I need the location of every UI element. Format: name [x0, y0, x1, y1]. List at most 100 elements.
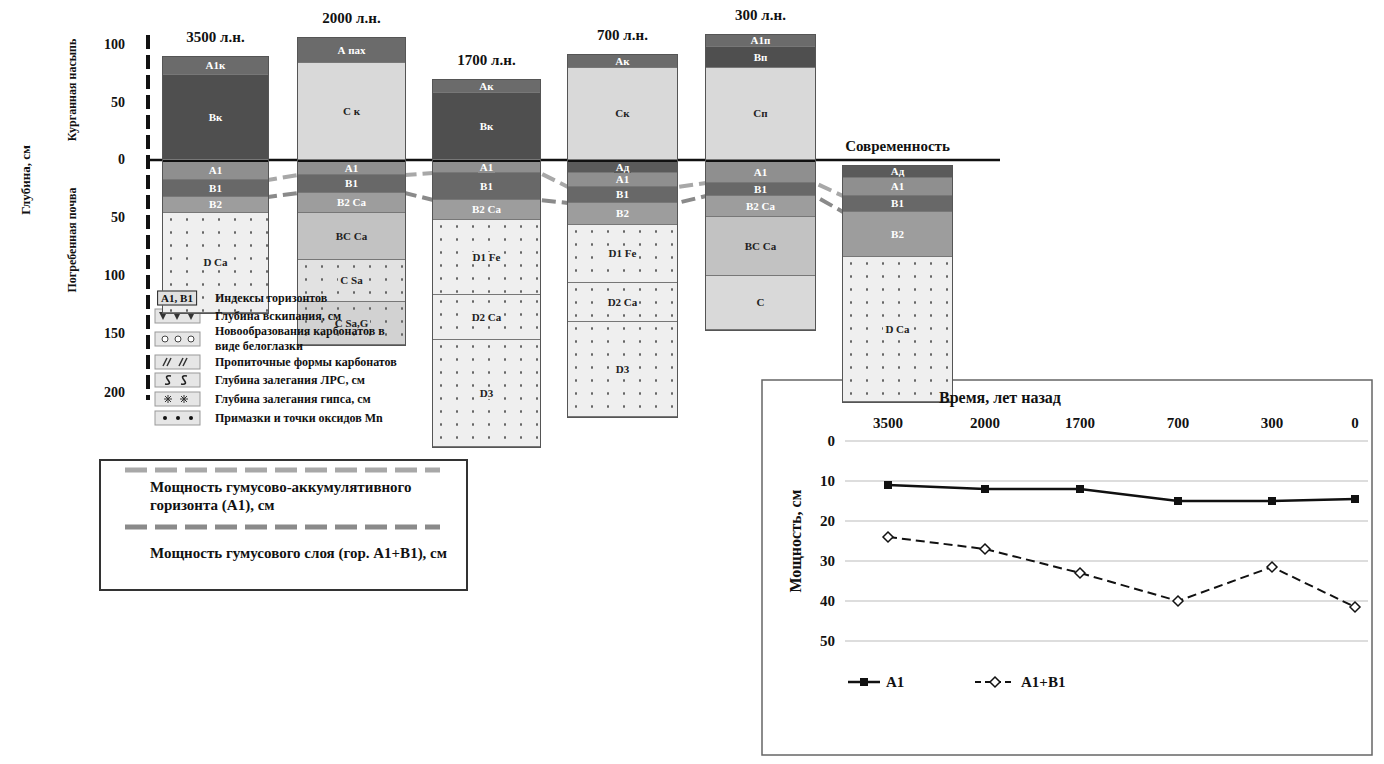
horizon-index: В1 — [614, 189, 631, 200]
mn-oxide-symbol — [176, 416, 180, 420]
soil-profile: 300 л.н.А1пВпСпА1В1В2 CaВС CaС — [706, 35, 815, 330]
chart-tick: 0 — [1351, 415, 1359, 432]
legend-text: Пропиточные формы карбонатов — [215, 355, 397, 370]
horizon-index: А пах — [335, 45, 367, 56]
horizon-index: Ад — [614, 162, 632, 173]
horizon-index: А1 — [207, 165, 224, 176]
horizon-index: В2 — [614, 208, 631, 219]
profile-age-heading: 700 л.н. — [597, 27, 648, 44]
a1b1-series — [888, 537, 1355, 607]
mn-oxide-symbol — [189, 416, 193, 420]
legend-frame — [100, 460, 467, 590]
gypsum-symbol — [164, 395, 172, 403]
humus-layer-line — [163, 193, 952, 212]
carbonate-nodule-symbol — [188, 336, 194, 342]
soil-profile: 1700 л.н.АкВкА1В1В2 CaD1 FeD2 CaD3 — [433, 80, 540, 447]
soil-horizon: А1 — [163, 160, 268, 180]
axis-tick: 150 — [104, 326, 125, 342]
a1b1-point — [1267, 562, 1277, 572]
soil-horizon: В2 Ca — [298, 193, 405, 213]
legend-text: Глубина залегания гипса, см — [215, 392, 371, 407]
horizon-index: D Ca — [201, 257, 229, 268]
horizon-index: А1 — [889, 181, 906, 192]
horizon-index: Вк — [207, 112, 225, 123]
legend-marker — [860, 678, 868, 686]
zone-label: Курганная насыпь — [65, 39, 79, 142]
soil-horizon: D1 Fe — [433, 220, 540, 295]
salt-symbol — [181, 376, 187, 384]
horizon-index: Ак — [613, 56, 631, 67]
soil-horizon: В2 — [568, 203, 677, 225]
chart-tick: 20 — [820, 513, 835, 530]
legend-sample-box — [155, 373, 200, 387]
soil-horizon: А1 — [298, 160, 405, 175]
soil-horizon: А пах — [298, 38, 405, 63]
chart-tick: 1700 — [1065, 415, 1095, 432]
horizon-index: Сп — [751, 108, 769, 119]
chart-axis-title: Время, лет назад — [939, 389, 1061, 407]
chart-tick: 3500 — [873, 415, 903, 432]
horizon-index: В2 Ca — [470, 204, 503, 215]
soil-horizon: Вп — [706, 47, 815, 68]
soil-horizon: В2 Ca — [706, 196, 815, 217]
horizon-index: С — [755, 297, 767, 308]
soil-horizon: Ак — [568, 55, 677, 68]
soil-horizon: D3 — [433, 340, 540, 447]
a1-thickness-line — [163, 173, 952, 196]
soil-horizon: В2 Ca — [433, 200, 540, 220]
gridline — [845, 641, 1368, 642]
a1-point — [1268, 497, 1276, 505]
soil-horizon: А1п — [706, 35, 815, 47]
legend-text: Глубина залегания ЛРС, см — [215, 373, 365, 388]
horizon-index: D2 Ca — [470, 312, 504, 323]
soil-horizon: Ск — [568, 68, 677, 160]
soil-horizon: ВС Ca — [298, 213, 405, 260]
chart-axis-title: Мощность, см — [787, 489, 805, 592]
legend-sample-box — [155, 392, 200, 406]
profile-age-heading: 2000 л.н. — [322, 10, 380, 27]
profile-age-heading: 3500 л.н. — [186, 29, 244, 46]
horizon-index: D Ca — [883, 324, 911, 335]
soil-horizon: А1 — [433, 160, 540, 173]
legend-text: Индексы горизонтов — [215, 291, 327, 306]
soil-horizon: Ад — [568, 160, 677, 173]
a1-point — [1076, 485, 1084, 493]
a1-point — [1351, 495, 1359, 503]
soil-horizon: Вк — [163, 75, 268, 160]
a1b1-point — [1350, 602, 1360, 612]
a1-series — [888, 485, 1355, 501]
horizon-index: А1 — [752, 167, 769, 178]
effervescence-symbol — [187, 312, 195, 320]
gridline — [845, 601, 1368, 602]
soil-horizon: В1 — [568, 187, 677, 203]
salt-symbol — [165, 376, 171, 384]
soil-profile: 700 л.н.АкСкАдА1В1В2D1 FeD2 CaD3 — [568, 55, 677, 417]
horizon-index: ВС Ca — [743, 241, 778, 252]
impregnation-symbol — [163, 358, 171, 366]
a1-point — [1174, 497, 1182, 505]
legend-text: Новообразования карбонатов в виде белогл… — [215, 324, 400, 354]
axis-tick: 50 — [111, 95, 125, 111]
effervescence-symbol — [173, 312, 181, 320]
horizon-index: А1 — [614, 174, 631, 185]
soil-horizon: Ак — [433, 80, 540, 93]
legend-marker — [990, 677, 1000, 687]
carbonate-nodule-symbol — [175, 336, 181, 342]
soil-horizon: Сп — [706, 68, 815, 160]
soil-horizon: D2 Ca — [433, 295, 540, 340]
horizon-index: Вп — [752, 52, 770, 63]
effervescence-symbol — [159, 312, 167, 320]
legend-text: Примазки и точки оксидов Mn — [215, 411, 383, 426]
chart-frame — [762, 380, 1372, 755]
horizon-index: В1 — [752, 184, 769, 195]
chart-tick: 2000 — [970, 415, 1000, 432]
soil-horizon: D1 Fe — [568, 225, 677, 283]
axis-tick: 0 — [118, 152, 125, 168]
profile-age-heading: 300 л.н. — [735, 7, 786, 24]
depth-axis — [146, 35, 150, 400]
a1b1-point — [1075, 568, 1085, 578]
chart-tick: 50 — [820, 633, 835, 650]
axis-tick: 50 — [111, 210, 125, 226]
soil-horizon: С Sa,G — [298, 302, 405, 345]
